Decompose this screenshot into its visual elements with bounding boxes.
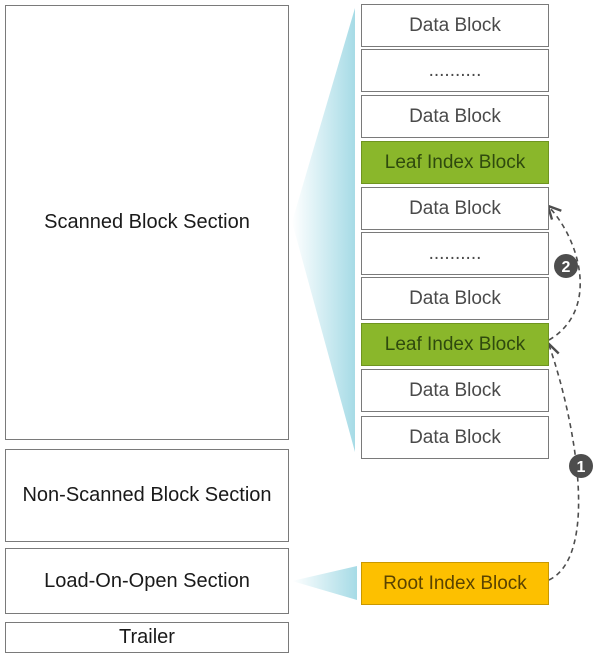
data-block: Data Block	[361, 187, 549, 230]
step-badge-1-number: 1	[577, 459, 586, 476]
block-label: Data Block	[409, 197, 501, 219]
leaf-index-block: Leaf Index Block	[361, 141, 549, 184]
ellipsis-block: ..........	[361, 49, 549, 92]
load-on-open-expansion-funnel	[292, 566, 357, 600]
block-label: Leaf Index Block	[384, 151, 526, 173]
block-label: Data Block	[409, 105, 501, 127]
data-block: Data Block	[361, 416, 549, 459]
scanned-block-section: Scanned Block Section	[5, 5, 289, 440]
step-badge-2-number: 2	[562, 259, 571, 276]
data-block: Data Block	[361, 95, 549, 138]
non-scanned-block-section-label: Non-Scanned Block Section	[22, 484, 272, 506]
load-on-open-section-label: Load-On-Open Section	[44, 569, 250, 592]
step1-arrow	[549, 345, 580, 581]
trailer-section-label: Trailer	[119, 626, 175, 648]
ellipsis-block: ..........	[361, 232, 549, 275]
leaf-index-block: Leaf Index Block	[361, 323, 549, 366]
block-label: Data Block	[409, 379, 501, 401]
block-label: Data Block	[409, 14, 501, 36]
scanned-section-expansion-funnel	[292, 8, 355, 452]
step2-arrow	[549, 207, 581, 341]
block-label: Leaf Index Block	[384, 333, 526, 355]
trailer-section: Trailer	[5, 622, 289, 653]
root-index-block-label: Root Index Block	[383, 572, 527, 594]
root-index-block: Root Index Block	[361, 562, 549, 605]
block-label: Data Block	[409, 287, 501, 309]
data-block: Data Block	[361, 277, 549, 320]
step-badge-1: 1	[569, 454, 593, 478]
scanned-block-section-label: Scanned Block Section	[44, 211, 250, 233]
load-on-open-section: Load-On-Open Section	[5, 548, 289, 614]
data-block: Data Block	[361, 4, 549, 47]
block-label: ..........	[428, 242, 482, 264]
non-scanned-block-section: Non-Scanned Block Section	[5, 449, 289, 542]
data-block: Data Block	[361, 369, 549, 412]
block-label: ..........	[428, 59, 482, 81]
step-badge-2: 2	[554, 254, 578, 278]
block-label: Data Block	[409, 426, 501, 448]
